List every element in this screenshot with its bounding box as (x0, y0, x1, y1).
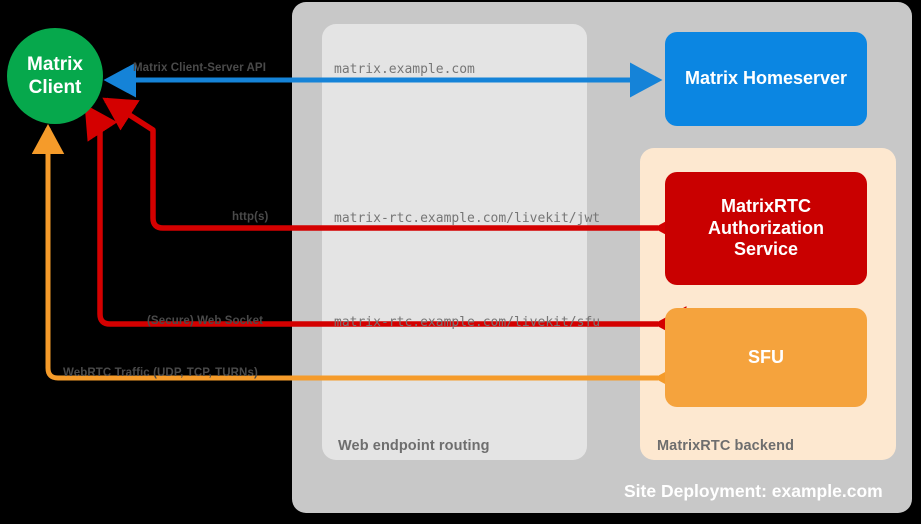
edge-livekit-jwt (102, 97, 687, 246)
node-auth-line2: Authorization (708, 217, 824, 238)
node-auth-line1: MatrixRTC (720, 195, 811, 216)
node-auth-line3: Service (733, 239, 799, 260)
panel-caption-matrixrtc-backend: MatrixRTC backend (657, 438, 795, 454)
node-sfu[interactable]: SFU (665, 308, 867, 407)
panel-caption-site-deployment: Site Deployment: example.com (624, 481, 883, 501)
node-matrix-homeserver[interactable]: Matrix Homeserver (665, 32, 867, 126)
endpoint-url-livekit-sfu: matrix-rtc.example.com/livekit/sfu (334, 315, 601, 330)
edge-label-livekit-jwt: http(s) (232, 211, 269, 223)
panel-caption-web-endpoint-routing: Web endpoint routing (338, 438, 490, 454)
edge-label-livekit-sfu: (Secure) Web Socket (147, 315, 264, 327)
edge-label-client-server-api: Matrix Client-Server API (133, 62, 266, 74)
node-matrix-homeserver-label: Matrix Homeserver (684, 68, 848, 89)
endpoint-url-livekit-jwt: matrix-rtc.example.com/livekit/jwt (334, 211, 601, 226)
node-matrix-client-line1: Matrix (27, 53, 83, 75)
node-sfu-label: SFU (748, 346, 784, 367)
edge-webrtc-media (31, 123, 684, 395)
node-matrixrtc-authorization-service[interactable]: MatrixRTC Authorization Service (665, 172, 867, 285)
endpoint-url-homeserver: matrix.example.com (334, 62, 475, 77)
edge-label-webrtc-media: WebRTC Traffic (UDP, TCP, TURNs) (63, 367, 258, 379)
node-matrix-client[interactable]: Matrix Client (7, 28, 103, 124)
node-matrix-client-line2: Client (28, 77, 82, 98)
